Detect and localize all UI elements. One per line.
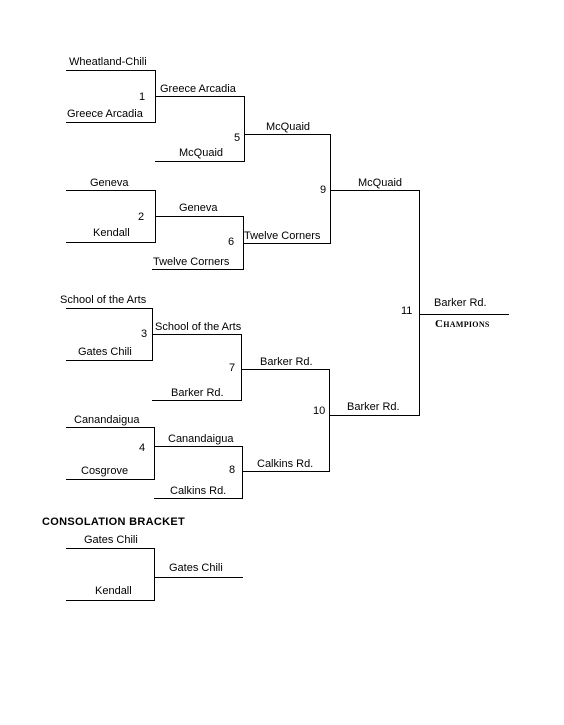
team-greece-arcadia: Greece Arcadia — [67, 108, 143, 120]
team-gates-chili: Gates Chili — [78, 346, 132, 358]
team-wheatland-chili: Wheatland-Chili — [69, 56, 147, 68]
champions-label: Champions — [435, 318, 490, 330]
game-number-2: 2 — [138, 211, 145, 223]
team-kendall: Kendall — [93, 227, 130, 239]
r4-barker-rd: Barker Rd. — [347, 401, 400, 413]
game4-connector — [66, 427, 155, 480]
team-school-of-the-arts: School of the Arts — [60, 294, 147, 306]
game-number-1: 1 — [139, 91, 146, 103]
r2-school-of-the-arts: School of the Arts — [155, 321, 242, 333]
r4-mcquaid: McQuaid — [358, 177, 403, 189]
game-number-5: 5 — [234, 132, 241, 144]
game-number-7: 7 — [229, 362, 236, 374]
consolation-team-bottom: Kendall — [95, 585, 132, 597]
r2-mcquaid: McQuaid — [179, 147, 224, 159]
team-cosgrove: Cosgrove — [81, 465, 129, 477]
r2-twelve-corners: Twelve Corners — [153, 256, 230, 268]
consolation-team-top: Gates Chili — [84, 534, 138, 546]
r3-mcquaid: McQuaid — [266, 121, 311, 133]
champion-team: Barker Rd. — [434, 297, 487, 309]
team-canandaigua: Canandaigua — [74, 414, 140, 426]
r2-barker-rd: Barker Rd. — [171, 387, 224, 399]
game9-connector — [243, 134, 331, 244]
game10-connector — [241, 369, 330, 472]
game11-connector — [329, 190, 420, 416]
game-number-3: 3 — [141, 328, 148, 340]
r2-geneva: Geneva — [179, 202, 218, 214]
game8-connector — [154, 446, 243, 499]
game-number-6: 6 — [228, 236, 235, 248]
team-geneva: Geneva — [90, 177, 129, 189]
consolation-heading: CONSOLATION BRACKET — [42, 516, 185, 528]
r2-canandaigua: Canandaigua — [168, 433, 234, 445]
game-number-4: 4 — [139, 442, 146, 454]
r3-twelve-corners: Twelve Corners — [244, 230, 321, 242]
game-number-8: 8 — [229, 464, 236, 476]
game-number-10: 10 — [313, 405, 326, 417]
r2-greece-arcadia: Greece Arcadia — [160, 83, 236, 95]
game7-connector — [152, 334, 242, 401]
r3-calkins-rd: Calkins Rd. — [257, 458, 314, 470]
r3-barker-rd: Barker Rd. — [260, 356, 313, 368]
game-number-11: 11 — [401, 305, 413, 317]
game-number-9: 9 — [320, 184, 327, 196]
consolation-connector — [66, 548, 155, 601]
r2-calkins-rd: Calkins Rd. — [170, 485, 227, 497]
consolation-winner: Gates Chili — [169, 562, 223, 574]
game5-connector — [155, 96, 245, 162]
